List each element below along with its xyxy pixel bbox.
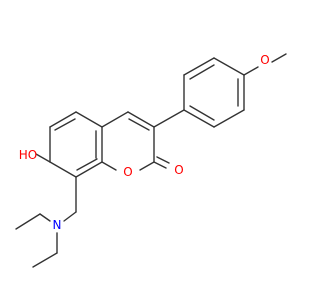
c5-c6-bond (49, 111, 77, 128)
c8-c8a-bond-inner (76, 158, 98, 171)
phenyl-bond-5 (183, 57, 215, 76)
phenyl-bond-3-inner (189, 105, 215, 121)
hydroxyl-label: HO (19, 148, 37, 162)
phenyl-bond-2 (213, 109, 245, 128)
phenyl-bond-6 (213, 57, 245, 76)
amine-nitrogen-label: N (53, 218, 62, 232)
methoxy-oxygen-label: O (260, 53, 269, 67)
phenyl-bond-5-inner (189, 64, 215, 80)
ethyl-b-terminal-bond (32, 252, 58, 268)
c5-c6-bond-inner (54, 118, 76, 131)
c4a-c4-bond (101, 111, 129, 128)
methyl-oxygen-bond (271, 53, 287, 63)
carbonyl-bond-b (156, 156, 170, 164)
bond-layer (15, 53, 287, 268)
ethyl-a-terminal-bond (15, 213, 41, 230)
c8-c8a-bond (75, 161, 103, 178)
c2-o1-bond (139, 161, 155, 171)
molecule-structure-diagram: O HO O O N (15, 53, 287, 268)
c4-c3-bond-inner (128, 118, 150, 131)
carbonyl-oxygen-label: O (174, 163, 183, 177)
c7-c8-bond (49, 161, 77, 178)
atom-label-layer: O HO O O N (19, 53, 270, 232)
c4-c3-bond (127, 111, 155, 128)
methylene-nitrogen-bond (63, 211, 77, 222)
carbonyl-bond-a (153, 161, 167, 169)
nitrogen-ethyl-a-bond (39, 213, 51, 222)
oxygen-aryl-bond (243, 66, 259, 76)
o1-c8a-bond (101, 161, 117, 171)
ring-oxygen-label: O (123, 165, 132, 179)
c7-hydroxyl-bond (35, 153, 51, 163)
phenyl-bond-3 (183, 109, 215, 128)
c4a-c5-bond (75, 111, 103, 128)
phenyl-coumarin-link (153, 109, 185, 128)
